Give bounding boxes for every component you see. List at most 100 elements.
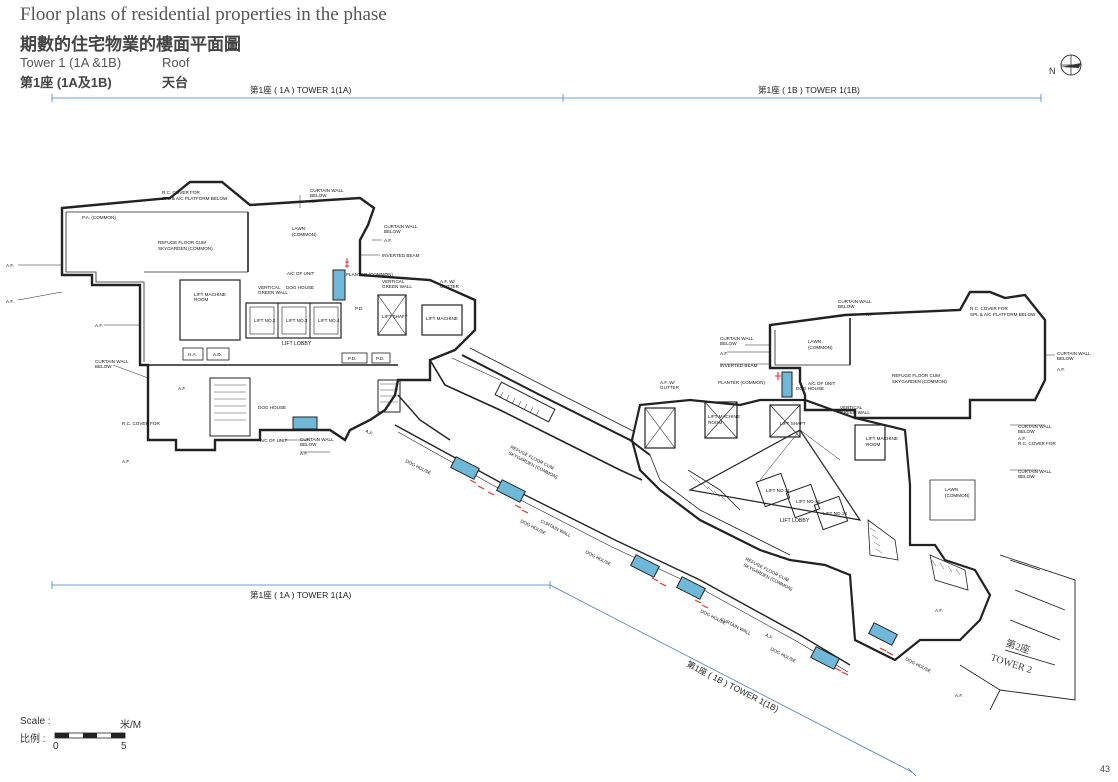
note-gutter: A.F. W/ xyxy=(660,380,676,385)
page-title-zh: 期數的住宅物業的樓面平面圖 xyxy=(20,35,241,55)
note-green-wall: GREEN WALL xyxy=(840,410,870,415)
room-label: LIFT NO.2 xyxy=(254,318,276,323)
note-ac-unit: A/C OF UNIT xyxy=(808,381,836,386)
room-label: P.D. xyxy=(376,356,384,361)
note-dog-house: DOG HOUSE xyxy=(905,656,932,673)
room-label: PLANTER (COMMON) xyxy=(346,272,393,277)
note-curtain-wall: CURTAIN WALL xyxy=(720,336,754,341)
red-markers xyxy=(469,372,894,676)
note-below: BELOW xyxy=(838,304,855,309)
note-curtain-wall: CURTAIN WALL xyxy=(1018,424,1052,429)
room-label: DOG HOUSE xyxy=(796,386,824,391)
note-curtain-wall: CURTAIN WALL xyxy=(1018,469,1052,474)
room-label: P.A. (COMMON) xyxy=(82,215,116,220)
ac-units-facade xyxy=(450,371,898,670)
note-dog-house: DOG HOUSE xyxy=(405,458,432,475)
note-af: A.F. xyxy=(384,238,392,243)
dimension-lines xyxy=(51,94,1042,777)
dim-label-1a-bottom: 第1座 ( 1A ) TOWER 1(1A) xyxy=(250,590,352,600)
note-rc-cover-b: SPL & A/C PLATFORM BELOW xyxy=(970,312,1036,317)
room-label: A.D. xyxy=(213,352,222,357)
note-green-wall: GREEN WALL xyxy=(382,284,412,289)
note-below: BELOW xyxy=(720,341,737,346)
room-label: DOG HOUSE xyxy=(258,405,286,410)
room-label: LIFT NO.4 xyxy=(318,318,340,323)
room-label: LAWN xyxy=(292,226,305,231)
tower-label-zh: 第1座 (1A及1B) xyxy=(20,75,112,90)
room-label: LAWN xyxy=(945,487,958,492)
note-af: A.F. xyxy=(866,312,874,317)
north-label: N xyxy=(1049,66,1056,76)
note-vertical-green: VERTICAL xyxy=(840,405,863,410)
dim-label-1a-top: 第1座 ( 1A ) TOWER 1(1A) xyxy=(250,85,352,95)
scale-unit: 米/M xyxy=(120,720,142,731)
note-rc-cover: R.C. COVER FOR xyxy=(1018,441,1056,446)
dim-label-1b-top: 第1座 ( 1B ) TOWER 1(1B) xyxy=(758,85,860,95)
note-af: A.F. xyxy=(6,263,14,268)
scale-label-zh: 比例 : xyxy=(20,734,46,745)
note-af: A.F. xyxy=(122,459,130,464)
note-curtain-wall: CURTAIN WALL xyxy=(300,437,334,442)
room-label: PLANTER (COMMON) xyxy=(718,380,765,385)
scale-bar xyxy=(54,732,126,739)
room-label: ROOM xyxy=(708,420,722,425)
note-below: BELOW xyxy=(95,364,112,369)
scale-min: 0 xyxy=(53,741,59,752)
room-label: LIFT LOBBY xyxy=(780,518,810,524)
room-label: H.A. xyxy=(188,352,197,357)
ac-unit-marker xyxy=(332,269,346,301)
note-af: A.F. xyxy=(1018,436,1026,441)
note-af: A.F. xyxy=(95,323,103,328)
room-label: ROOM xyxy=(194,297,208,302)
room-label: LIFT NO.11 xyxy=(766,488,790,493)
north-arrow-icon: N xyxy=(1049,54,1082,76)
note-green-wall: GREEN WALL xyxy=(258,290,288,295)
note-dog-house: DOG HOUSE xyxy=(770,646,797,663)
room-label: SKYGARDEN (COMMON) xyxy=(892,379,947,384)
ac-unit-marker xyxy=(292,416,318,430)
note-af: A.F. xyxy=(300,451,308,456)
room-label: REFUGE FLOOR CUM xyxy=(158,240,206,245)
scale-max: 5 xyxy=(121,741,127,752)
scale-label-en: Scale : xyxy=(20,716,51,727)
room-label: LAWN xyxy=(808,339,821,344)
room-label: LIFT MACHINE xyxy=(866,436,898,441)
room-label: LIFT MACHINE xyxy=(708,414,740,419)
room-label: ROOM xyxy=(866,442,880,447)
note-below: BELOW xyxy=(1018,429,1035,434)
note-af: A.F. xyxy=(178,386,186,391)
note-af: A.F. xyxy=(955,693,963,698)
note-gutter-b: GUTTER xyxy=(440,284,460,289)
room-label: LIFT SHAFT xyxy=(382,314,408,319)
room-label: P.D. xyxy=(348,356,356,361)
note-curtain-wall: CURTAIN WALL xyxy=(720,616,753,636)
room-label: SKYGARDEN (COMMON) xyxy=(158,246,213,251)
page-number: 43 xyxy=(1099,764,1110,774)
floor-label-en: Roof xyxy=(162,55,190,70)
room-label: LIFT NO.3 xyxy=(286,318,308,323)
note-rc-cover: R.C. COVER FOR xyxy=(162,190,200,195)
room-label: (COMMON) xyxy=(945,493,970,498)
note-gutter-b: GUTTER xyxy=(660,385,680,390)
room-label: LIFT LOBBY xyxy=(282,341,312,347)
note-ac-unit: A/C OF UNIT xyxy=(287,271,315,276)
note-below: BELOW xyxy=(300,442,317,447)
room-label: P.D. xyxy=(355,306,363,311)
floor-label-zh: 天台 xyxy=(162,75,189,90)
note-inverted-beam: INVERTED BEAM xyxy=(382,253,420,258)
note-inverted-beam: INVERTED BEAM xyxy=(720,363,758,368)
note-below: BELOW xyxy=(310,193,327,198)
room-label: LIFT SHAFT xyxy=(780,421,806,426)
note-dog-house: DOG HOUSE xyxy=(585,549,612,566)
room-label: LIFT NO.12 xyxy=(796,499,820,504)
room-label: LIFT MACHINE xyxy=(426,316,458,321)
note-below: BELOW xyxy=(1018,474,1035,479)
note-curtain-wall: CURTAIN WALL xyxy=(1057,351,1091,356)
note-ac-unit: A/C OF UNIT xyxy=(260,438,288,443)
room-label: DOG HOUSE xyxy=(286,285,314,290)
note-af: A.F. xyxy=(365,428,374,436)
note-below: BELOW xyxy=(1057,356,1074,361)
connecting-corridor xyxy=(451,347,651,456)
room-label: (COMMON) xyxy=(292,232,317,237)
note-curtain-wall: CURTAIN WALL xyxy=(384,224,418,229)
